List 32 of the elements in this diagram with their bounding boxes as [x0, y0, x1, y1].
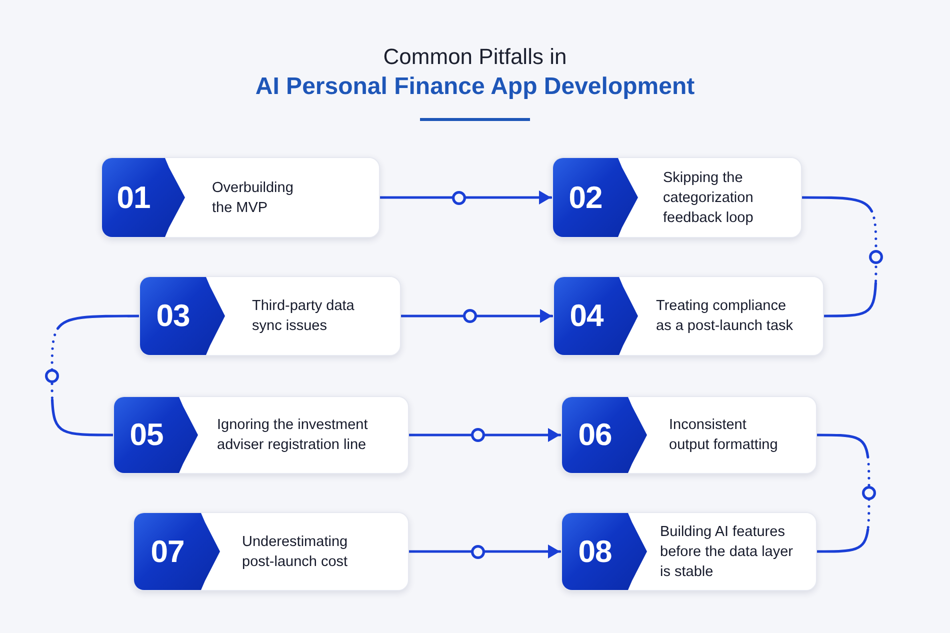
- step-card: [139, 276, 401, 356]
- arrow: [378, 190, 552, 204]
- step-number: 03: [140, 277, 225, 355]
- step-text: Overbuilding the MVP: [212, 178, 294, 218]
- step-text: Ignoring the investment adviser registration line: [217, 416, 369, 455]
- step-card: [552, 157, 802, 238]
- step-card: [133, 512, 409, 591]
- arrow: [408, 544, 562, 558]
- connector-line: [816, 434, 870, 553]
- step-card: [101, 157, 380, 238]
- arrow: [408, 428, 562, 442]
- step-number: 04: [554, 277, 638, 355]
- step-card: [113, 396, 409, 474]
- step-text: Treating compliance as a post-launch task: [656, 297, 794, 336]
- step-number: 08: [562, 513, 647, 590]
- step-number: 07: [134, 513, 220, 590]
- diagram-title: Common Pitfalls in AI Personal Finance App Development: [255, 43, 695, 102]
- step-number: 01: [102, 158, 185, 237]
- step-card: [561, 396, 817, 474]
- step-number: 05: [114, 397, 198, 473]
- step-text: Skipping the categorization feedback loop: [663, 168, 754, 228]
- step-text: Inconsistent output formatting: [669, 416, 779, 455]
- step-text: Underestimating post-launch cost: [242, 532, 349, 572]
- step-card: [553, 276, 824, 356]
- step-text: Third-party data sync issues: [252, 297, 356, 336]
- arrow: [400, 309, 554, 323]
- step-number: 02: [553, 158, 638, 237]
- connector-line: [800, 196, 878, 318]
- step-number: 06: [562, 397, 647, 473]
- step-text: Building AI features before the data layer is stable: [660, 522, 794, 582]
- connector-line: [50, 314, 140, 436]
- step-card: [561, 512, 817, 591]
